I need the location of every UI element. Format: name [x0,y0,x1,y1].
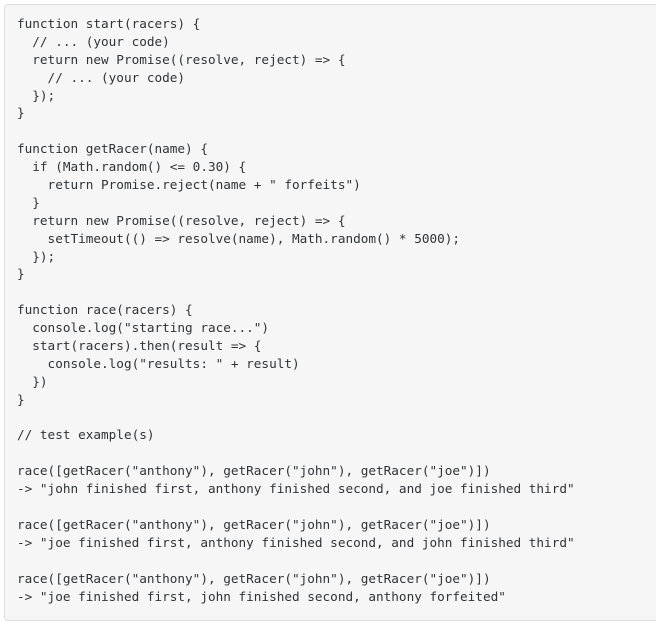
code-line: } [17,105,25,121]
code-line: race([getRacer("anthony"), getRacer("joh… [17,570,491,586]
code-line: return Promise.reject(name + " forfeits"… [17,177,361,193]
code-line [17,409,656,427]
code-line: function race(racers) { [17,302,193,318]
code-line: -> "joe finished first, john finished se… [17,588,506,604]
code-line [17,498,656,516]
code-line: }) [17,373,48,389]
code-block: function start(racers) { // ... (your co… [4,4,656,621]
code-line: }); [17,248,56,264]
code-line: // ... (your code) [17,33,170,49]
code-line: function start(racers) { [17,16,201,31]
code-line: console.log("results: " + result) [17,355,300,371]
code-line: }); [17,87,56,103]
code-line: } [17,391,25,407]
code-line: function getRacer(name) { [17,141,208,157]
code-line: race([getRacer("anthony"), getRacer("joh… [17,463,491,479]
code-line: -> "john finished first, anthony finishe… [17,481,575,497]
code-line: // ... (your code) [17,69,186,85]
code-line: return new Promise((resolve, reject) => … [17,51,346,67]
code-line: } [17,266,25,282]
code-line [17,444,656,462]
code-line: console.log("starting race...") [17,320,270,336]
code-line: setTimeout(() => resolve(name), Math.ran… [17,230,461,246]
code-line: return new Promise((resolve, reject) => … [17,212,346,228]
code-line: } [17,194,40,210]
code-line: if (Math.random() <= 0.30) { [17,159,247,175]
code-line: -> "joe finished first, anthony finished… [17,534,575,550]
code-line [17,122,656,140]
code-line [17,552,656,570]
code-line: start(racers).then(result => { [17,338,262,354]
code-line: race([getRacer("anthony"), getRacer("joh… [17,516,491,532]
code-line: // test example(s) [17,427,155,443]
code-line [17,283,656,301]
